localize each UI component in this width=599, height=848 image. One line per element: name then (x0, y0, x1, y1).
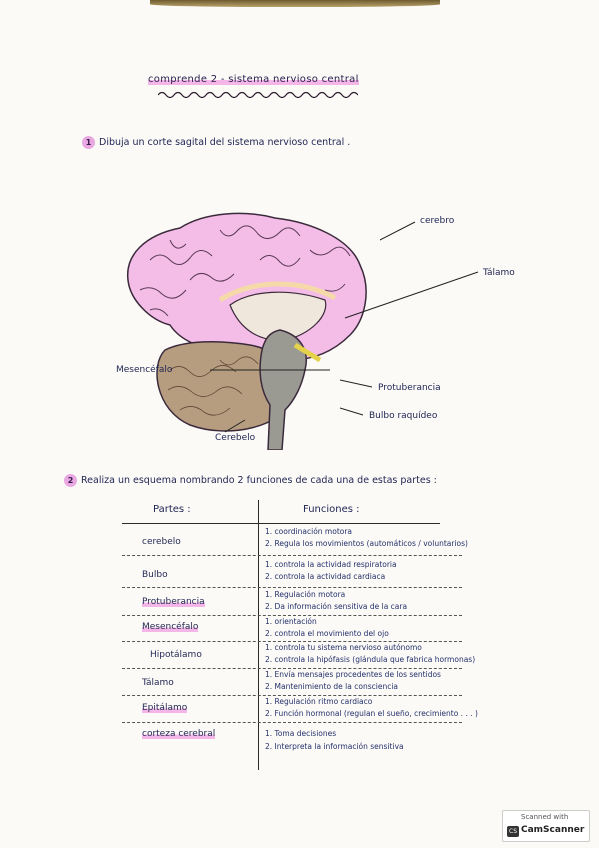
page-title: comprende 2 - sistema nervioso central (148, 74, 359, 85)
table-header-line (122, 523, 440, 524)
function-2: 2. Mantenimiento de la consciencia (265, 682, 398, 691)
row-divider (122, 615, 462, 616)
brain-sagittal-drawing (127, 212, 367, 450)
row-divider (122, 722, 462, 723)
function-2: 2. controla la actividad cardiaca (265, 572, 386, 581)
label-cerebelo: Cerebelo (215, 433, 256, 443)
label-protuberancia: Protuberancia (378, 383, 441, 393)
question-2-number: 2 (64, 474, 77, 487)
label-cerebro: cerebro (420, 216, 455, 226)
part-name: Hipotálamo (150, 650, 202, 660)
camscanner-icon: CS (507, 826, 519, 837)
row-divider (122, 668, 462, 669)
row-divider (122, 587, 462, 588)
function-2: 2. controla el movimiento del ojo (265, 629, 389, 638)
function-1: 1. controla la actividad respiratoria (265, 560, 397, 569)
question-2: 2 Realiza un esquema nombrando 2 funcione… (64, 474, 437, 487)
scanner-watermark: Scanned with CS CamScanner (502, 810, 590, 842)
header-functions: Funciones : (303, 504, 360, 515)
corpus-callosum (218, 281, 337, 303)
row-divider (122, 641, 462, 642)
brainstem (259, 329, 307, 450)
function-1: 1. coordinación motora (265, 527, 353, 536)
row-divider (122, 555, 462, 556)
part-name: Bulbo (142, 570, 168, 580)
function-1: 1. controla tu sistema nervioso autónomo (265, 643, 422, 652)
label-bulbo: Bulbo raquídeo (369, 411, 438, 421)
function-2: 2. controla la hipófasis (glándula que f… (265, 655, 476, 664)
function-2: 2. Da información sensitiva de la cara (265, 602, 408, 611)
row-divider (122, 695, 462, 696)
label-mesencefalo: Mesencéfalo (116, 365, 173, 375)
part-name: corteza cerebral (142, 729, 216, 739)
function-2: 2. Función hormonal (regulan el sueño, c… (265, 709, 478, 718)
part-name: Mesencéfalo (142, 622, 199, 632)
function-1: 1. Regulación motora (265, 590, 346, 599)
part-name: Protuberancia (142, 597, 205, 607)
part-name: Epitálamo (142, 703, 188, 713)
function-1: 1. Toma decisiones (265, 729, 337, 738)
function-2: 2. Interpreta la información sensitiva (265, 742, 404, 751)
question-1: 1 Dibuja un corte sagital del sistema ner… (82, 136, 350, 149)
function-1: 1. Envía mensajes procedentes de los sen… (265, 670, 441, 679)
part-name: Tálamo (142, 678, 174, 688)
label-talamo: Tálamo (483, 268, 515, 278)
question-2-text: Realiza un esquema nombrando 2 funciones… (81, 475, 437, 486)
table-divider (258, 500, 259, 770)
function-2: 2. Regula los movimientos (automáticos /… (265, 539, 468, 548)
part-name: cerebelo (142, 537, 181, 547)
title-underline (158, 91, 358, 99)
tape-strip (150, 0, 440, 7)
pituitary-stalk (293, 342, 322, 363)
diencephalon (229, 291, 327, 341)
question-1-number: 1 (82, 136, 95, 149)
function-1: 1. Regulación ritmo cardiaco (265, 697, 373, 706)
question-1-text: Dibuja un corte sagital del sistema nerv… (99, 137, 351, 148)
function-1: 1. orientación (265, 617, 317, 626)
header-parts: Partes : (153, 504, 191, 515)
